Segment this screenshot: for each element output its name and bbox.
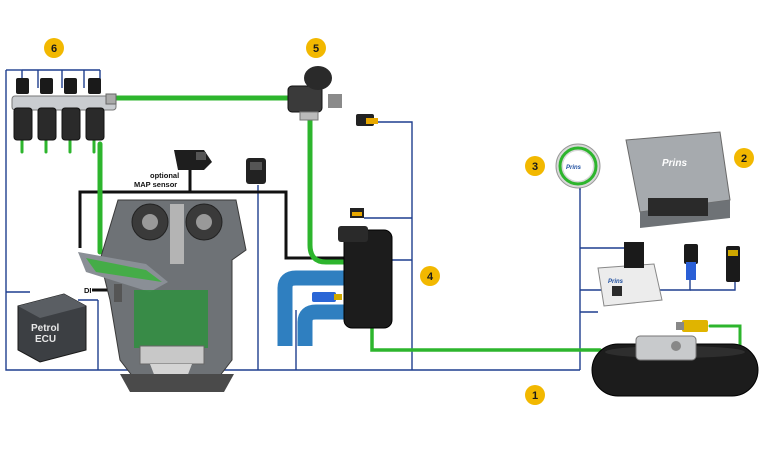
di-label: DI (84, 286, 92, 295)
map-sensor-label: MAP sensor (134, 180, 177, 189)
prins-ecu-label: Prins (662, 158, 687, 169)
prins-module: Prins (597, 242, 663, 307)
temperature-sensor (312, 292, 342, 302)
petrol-ecu: Petrol ECU (17, 293, 87, 363)
engine (78, 199, 247, 392)
petrol-ecu-label-2: ECU (35, 334, 56, 345)
badge-3: 3 (525, 156, 545, 176)
badge-5-text: 5 (313, 43, 319, 55)
fuel-switch: Prins (555, 143, 601, 189)
vaporiser (338, 208, 393, 329)
injector-rail (11, 78, 117, 141)
gas-filter (287, 66, 342, 121)
module-prins-label: Prins (608, 279, 624, 285)
coolant-hoses (277, 270, 344, 346)
petrol-ecu-label-1: Petrol (31, 323, 60, 334)
wiring-connectors (684, 244, 740, 282)
badge-1-text: 1 (532, 390, 538, 402)
lpg-tank (591, 335, 759, 397)
badge-6-text: 6 (51, 43, 57, 55)
map-connector (246, 158, 266, 184)
wiring (5, 69, 736, 371)
switch-prins-label: Prins (566, 165, 582, 171)
solenoid-connector (356, 114, 378, 126)
badge-2: 2 (734, 148, 754, 168)
badge-1: 1 (525, 385, 545, 405)
prins-ecu: Prins (625, 131, 731, 228)
badge-5: 5 (306, 38, 326, 58)
gas-lines (20, 95, 742, 352)
badge-6: 6 (44, 38, 64, 58)
badge-2-text: 2 (741, 153, 747, 165)
badge-4-text: 4 (427, 271, 434, 283)
badge-4: 4 (420, 266, 440, 286)
map-sensor (174, 150, 212, 170)
level-sender (676, 320, 708, 332)
badge-3-text: 3 (532, 161, 538, 173)
optional-label: optional (150, 171, 179, 180)
